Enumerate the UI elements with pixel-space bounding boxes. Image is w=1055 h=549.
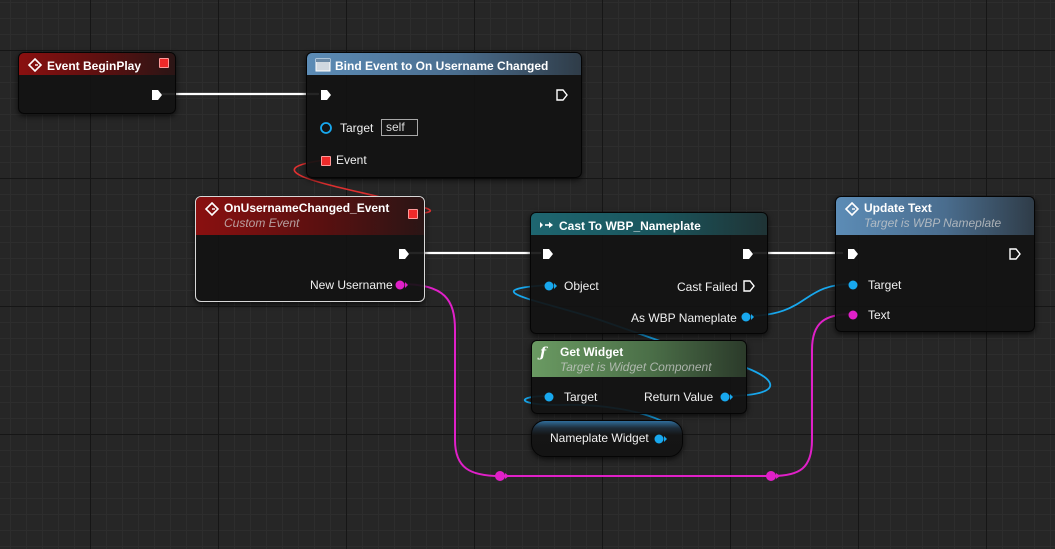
node-cast-to-nameplate[interactable]: Cast To WBP_Nameplate Object Cast Failed… bbox=[530, 212, 768, 334]
node-title: OnUsernameChanged_Event bbox=[224, 201, 390, 215]
exec-input-pin[interactable] bbox=[319, 88, 333, 102]
event-label: Event bbox=[336, 153, 367, 167]
node-header: OnUsernameChanged_Event Custom Event bbox=[196, 197, 424, 235]
target-input-pin[interactable] bbox=[847, 278, 861, 292]
target-self-field[interactable]: self bbox=[381, 119, 418, 136]
delegate-output-pin[interactable] bbox=[408, 209, 418, 219]
variable-output-pin[interactable] bbox=[653, 432, 667, 446]
node-title: Cast To WBP_Nameplate bbox=[559, 219, 701, 233]
text-input-pin[interactable] bbox=[847, 308, 861, 322]
event-diamond-icon bbox=[844, 202, 860, 216]
node-title: Update Text bbox=[864, 201, 932, 215]
string-output-pin[interactable] bbox=[394, 278, 408, 292]
event-delegate-pin[interactable] bbox=[321, 156, 331, 166]
node-header: Bind Event to On Username Changed bbox=[307, 53, 581, 75]
cast-arrows-icon bbox=[540, 222, 553, 228]
delegate-wire[interactable] bbox=[293, 159, 432, 215]
exec-output-pin[interactable] bbox=[397, 247, 411, 261]
node-subtitle: Target is WBP Nameplate bbox=[864, 216, 1002, 230]
as-nameplate-label: As WBP Nameplate bbox=[631, 311, 737, 325]
exec-input-pin[interactable] bbox=[846, 247, 860, 261]
node-get-widget[interactable]: ƒ Get Widget Target is Widget Component … bbox=[531, 340, 747, 414]
node-subtitle: Custom Event bbox=[224, 216, 300, 230]
node-header: Event BeginPlay bbox=[19, 53, 175, 75]
node-header: Cast To WBP_Nameplate bbox=[531, 213, 767, 235]
node-header: ƒ Get Widget Target is Widget Component bbox=[532, 341, 746, 377]
as-nameplate-output-pin[interactable] bbox=[740, 310, 754, 324]
node-event-beginplay[interactable]: Event BeginPlay bbox=[18, 52, 176, 114]
event-diamond-icon bbox=[27, 58, 43, 72]
node-header: Update Text Target is WBP Nameplate bbox=[836, 197, 1034, 235]
object-input-pin[interactable] bbox=[543, 279, 557, 293]
node-title: Event BeginPlay bbox=[47, 59, 142, 73]
function-f-icon: ƒ bbox=[540, 345, 547, 361]
node-update-text[interactable]: Update Text Target is WBP Nameplate Targ… bbox=[835, 196, 1035, 332]
object-label: Object bbox=[564, 279, 599, 293]
event-diamond-icon bbox=[204, 202, 220, 216]
variable-label: Nameplate Widget bbox=[550, 431, 649, 445]
function-icon bbox=[315, 58, 331, 72]
delegate-output-pin[interactable] bbox=[159, 58, 169, 68]
node-bind-event[interactable]: Bind Event to On Username Changed Target… bbox=[306, 52, 582, 178]
node-title: Get Widget bbox=[560, 345, 624, 359]
exec-output-pin[interactable] bbox=[150, 88, 164, 102]
exec-output-pin[interactable] bbox=[555, 88, 569, 102]
text-label: Text bbox=[868, 308, 891, 322]
target-label: Target bbox=[340, 121, 374, 135]
exec-input-pin[interactable] bbox=[541, 247, 555, 261]
node-custom-event[interactable]: OnUsernameChanged_Event Custom Event New… bbox=[195, 196, 425, 302]
node-title: Bind Event to On Username Changed bbox=[335, 59, 549, 73]
cast-failed-label: Cast Failed bbox=[677, 280, 738, 294]
new-username-label: New Username bbox=[310, 278, 393, 292]
node-nameplate-widget-variable[interactable]: Nameplate Widget bbox=[531, 420, 683, 457]
exec-output-pin[interactable] bbox=[741, 247, 755, 261]
return-value-output-pin[interactable] bbox=[719, 390, 733, 404]
node-subtitle: Target is Widget Component bbox=[560, 360, 712, 374]
cast-failed-exec-pin[interactable] bbox=[742, 279, 756, 293]
target-label: Target bbox=[868, 278, 902, 292]
target-input-pin[interactable] bbox=[543, 390, 557, 404]
return-value-label: Return Value bbox=[644, 390, 714, 404]
exec-output-pin[interactable] bbox=[1008, 247, 1022, 261]
target-input-pin[interactable] bbox=[319, 121, 333, 135]
target-label: Target bbox=[564, 390, 598, 404]
